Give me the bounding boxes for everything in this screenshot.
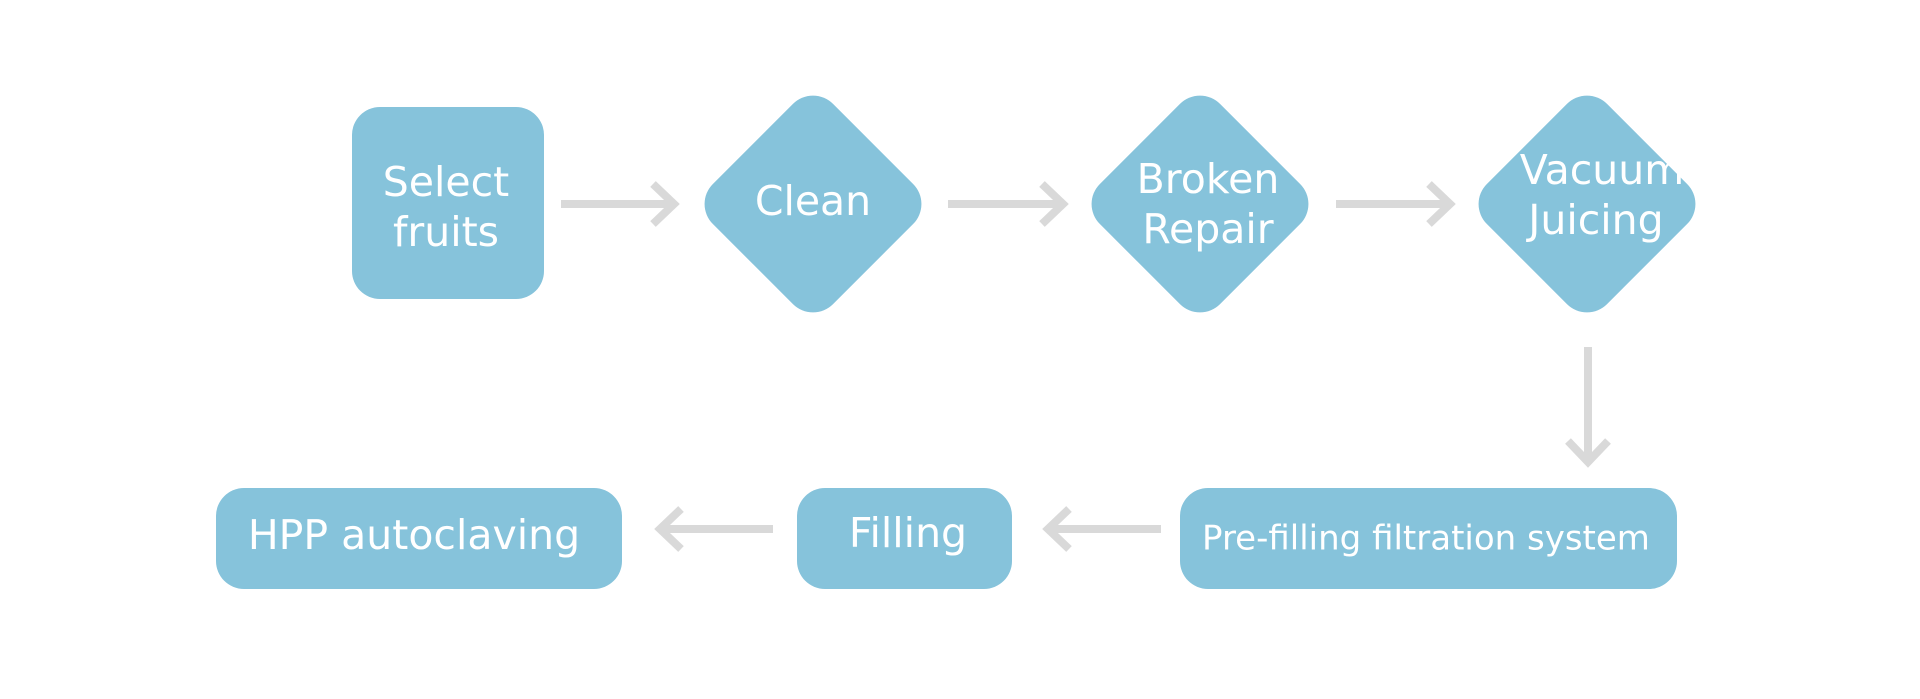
arrow-broken-repair-to-vacuum-juicing xyxy=(1336,181,1456,227)
node-vacuum-juicing-line2: Juicing xyxy=(1525,196,1663,244)
node-vacuum-juicing-line1: Vacuum xyxy=(1520,146,1684,194)
arrow-pre-filling-to-filling xyxy=(1042,506,1161,552)
node-select-fruits-line2: fruits xyxy=(393,208,499,256)
node-pre-filling-label: Pre-filling filtration system xyxy=(1202,519,1650,559)
node-hpp-autoclaving: HPP autoclaving xyxy=(216,488,622,589)
node-pre-filling-filtration-system: Pre-filling filtration system xyxy=(1180,488,1677,589)
node-select-fruits-shape xyxy=(352,107,544,299)
node-broken-repair-line2: Repair xyxy=(1142,205,1273,253)
arrow-filling-to-hpp xyxy=(654,506,773,552)
node-vacuum-juicing: Vacuum Juicing xyxy=(1478,95,1696,313)
arrow-vacuum-juicing-to-pre-filling xyxy=(1565,347,1611,468)
node-filling-label: Filling xyxy=(849,509,967,557)
node-broken-repair: Broken Repair xyxy=(1091,95,1309,313)
node-hpp-label: HPP autoclaving xyxy=(248,511,580,559)
arrow-clean-to-broken-repair xyxy=(948,181,1069,227)
node-filling-shape xyxy=(797,488,1012,589)
node-clean-shape xyxy=(704,95,922,313)
node-broken-repair-line1: Broken xyxy=(1137,155,1280,203)
arrow-select-to-clean xyxy=(561,181,680,227)
node-clean-label: Clean xyxy=(755,177,871,225)
node-broken-repair-shape xyxy=(1091,95,1309,313)
node-hpp-shape xyxy=(216,488,622,589)
node-select-fruits-line1: Select xyxy=(383,158,509,206)
node-vacuum-juicing-shape xyxy=(1478,95,1696,313)
node-clean: Clean xyxy=(704,95,922,313)
node-pre-filling-shape xyxy=(1180,488,1677,589)
node-filling: Filling xyxy=(797,488,1012,589)
node-select-fruits: Select fruits xyxy=(352,107,544,299)
